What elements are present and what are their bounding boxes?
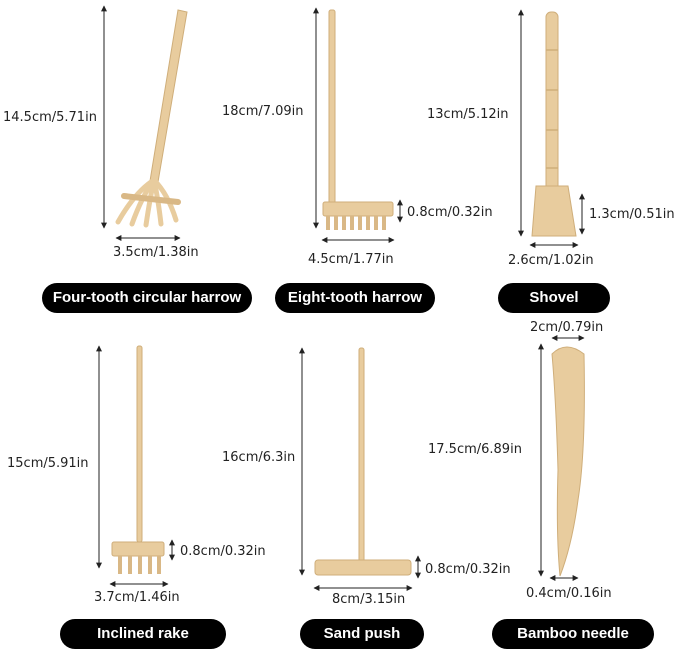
bamboo-needle-dimension-lines	[538, 335, 585, 581]
shovel-height-label: 13cm/5.12in	[427, 107, 509, 122]
sand-push-height-label: 16cm/6.3in	[222, 450, 296, 465]
sand-push-head-label: 0.8cm/0.32in	[425, 562, 511, 577]
shovel-head-label: 1.3cm/0.51in	[589, 207, 675, 222]
tool-name-circular-harrow: Four-tooth circular harrow	[42, 283, 252, 313]
eight-tooth-harrow-height-label: 18cm/7.09in	[222, 104, 304, 119]
inclined-rake-height-label: 15cm/5.91in	[7, 456, 89, 471]
inclined-rake-drawing	[111, 345, 165, 574]
eight-tooth-harrow-dimension-lines	[313, 7, 403, 243]
tool-name-shovel: Shovel	[498, 283, 610, 313]
sand-push-width-label: 8cm/3.15in	[332, 592, 406, 607]
shovel-dimension-lines	[518, 9, 585, 248]
bamboo-needle-drawing	[551, 346, 585, 577]
eight-tooth-harrow-drawing	[322, 9, 394, 230]
circular-harrow-height-label: 14.5cm/5.71in	[3, 110, 97, 125]
shovel-width-label: 2.6cm/1.02in	[508, 253, 594, 268]
tool-name-eight-tooth-harrow: Eight-tooth harrow	[275, 283, 435, 313]
circular-harrow-drawing	[115, 9, 188, 228]
tool-name-bamboo-needle: Bamboo needle	[492, 619, 654, 649]
eight-tooth-harrow-head-label: 0.8cm/0.32in	[407, 205, 493, 220]
inclined-rake-head-label: 0.8cm/0.32in	[180, 544, 266, 559]
shovel-drawing	[531, 11, 577, 237]
tool-name-inclined-rake: Inclined rake	[60, 619, 226, 649]
bamboo-needle-tip-label: 0.4cm/0.16in	[526, 586, 612, 601]
bamboo-needle-height-label: 17.5cm/6.89in	[428, 442, 522, 457]
bamboo-needle-width-label: 2cm/0.79in	[530, 320, 604, 335]
inclined-rake-dimension-lines	[96, 345, 175, 587]
circular-harrow-width-label: 3.5cm/1.38in	[113, 245, 199, 260]
sand-push-drawing	[314, 347, 412, 576]
circular-harrow-dimension-lines	[101, 5, 181, 241]
eight-tooth-harrow-width-label: 4.5cm/1.77in	[308, 252, 394, 267]
inclined-rake-width-label: 3.7cm/1.46in	[94, 590, 180, 605]
tool-name-sand-push: Sand push	[300, 619, 424, 649]
sand-push-dimension-lines	[299, 347, 421, 591]
